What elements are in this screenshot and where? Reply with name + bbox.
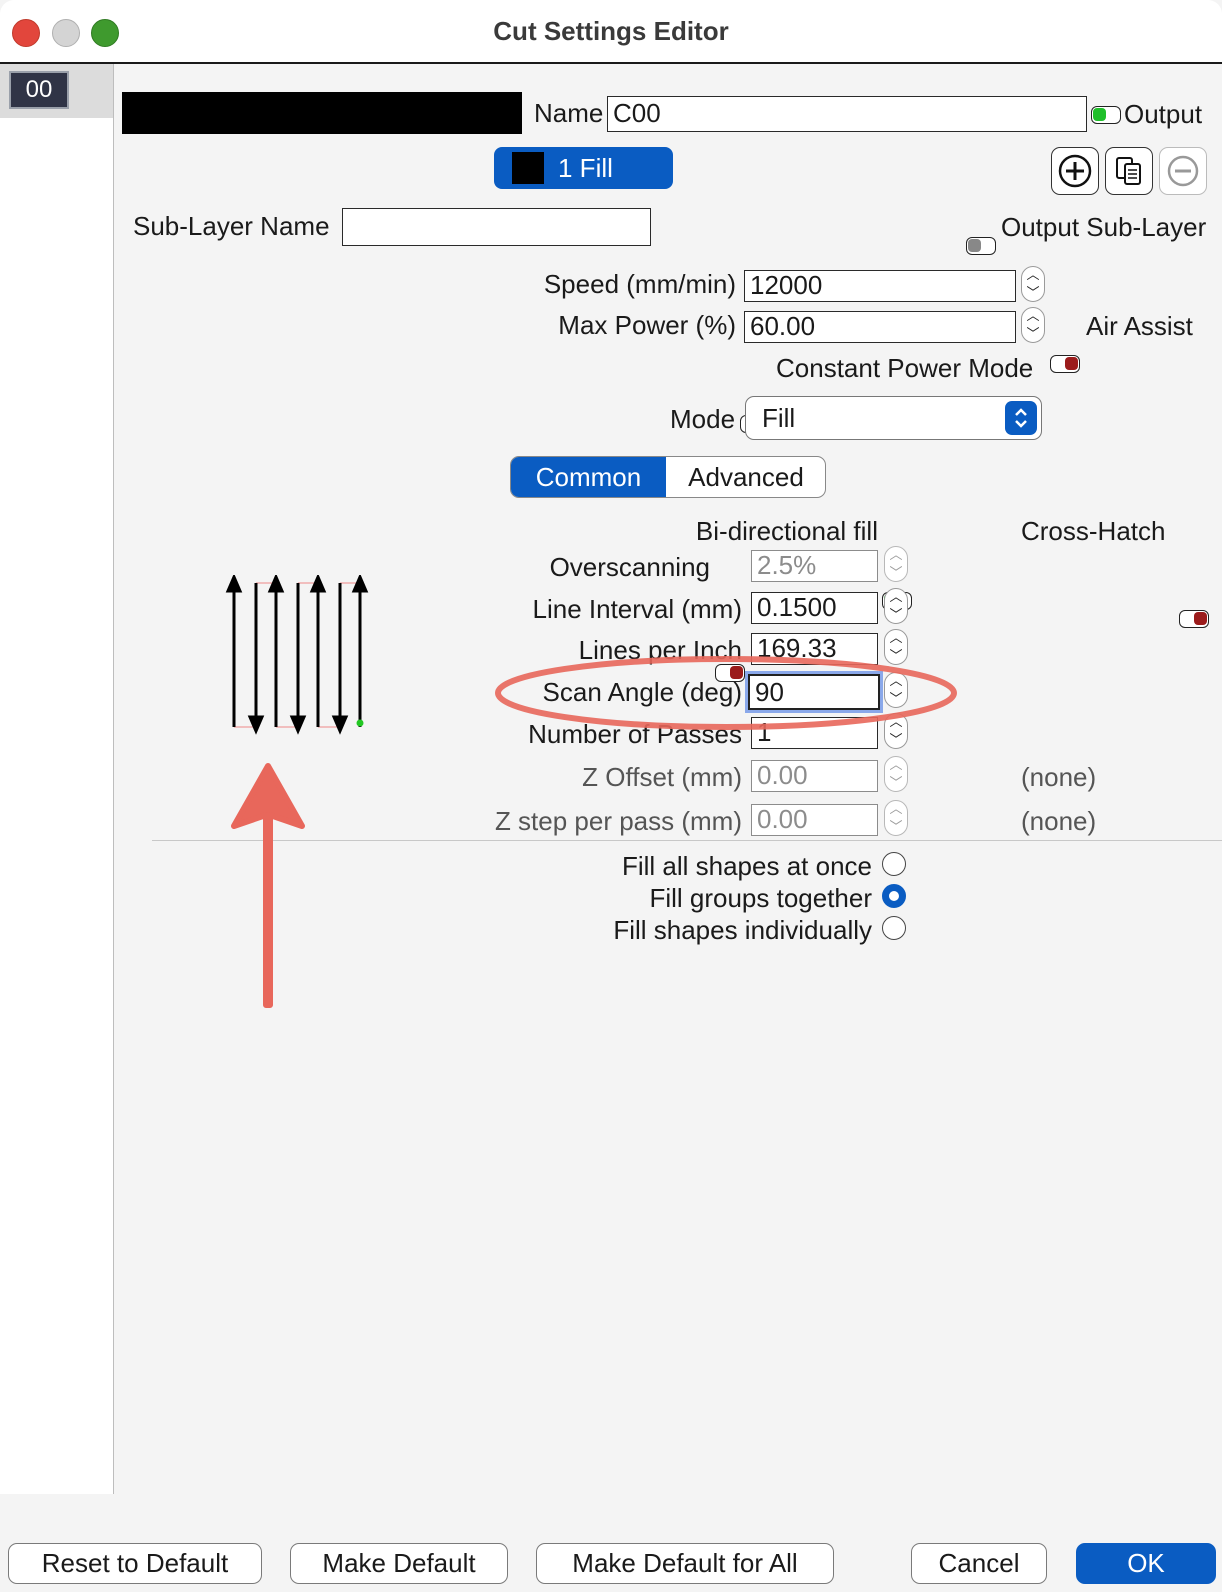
window-title: Cut Settings Editor bbox=[493, 16, 729, 46]
zoom-window-button[interactable] bbox=[91, 19, 119, 47]
overscanning-label: Overscanning bbox=[549, 552, 710, 582]
lines-per-inch-field[interactable]: 169.33 bbox=[751, 633, 878, 665]
line-interval-label: Line Interval (mm) bbox=[532, 594, 743, 624]
fill-option-label: Fill groups together bbox=[649, 883, 872, 913]
overscanning-field[interactable]: 2.5% bbox=[751, 550, 878, 582]
scan-angle-label: Scan Angle (deg) bbox=[542, 677, 742, 707]
z-step-stepper[interactable]: ︿﹀ bbox=[884, 800, 908, 836]
title-bar bbox=[0, 0, 1222, 64]
copy-sublayer-button[interactable] bbox=[1105, 147, 1153, 195]
name-field[interactable]: C00 bbox=[607, 96, 1087, 132]
add-sublayer-icon bbox=[1058, 154, 1092, 188]
tab-bar: Common Advanced bbox=[510, 456, 826, 498]
lines-per-inch-stepper[interactable]: ︿﹀ bbox=[884, 629, 908, 665]
speed-stepper[interactable]: ︿﹀ bbox=[1021, 266, 1045, 302]
annotation-arrow-icon bbox=[231, 763, 305, 1008]
minimize-window-button[interactable] bbox=[52, 19, 80, 47]
passes-stepper[interactable]: ︿﹀ bbox=[884, 713, 908, 749]
z-step-note: (none) bbox=[1021, 806, 1097, 836]
output-sub-layer-toggle[interactable] bbox=[966, 237, 996, 255]
fill-groups-radio[interactable] bbox=[882, 884, 906, 908]
output-toggle[interactable] bbox=[1091, 106, 1121, 124]
tab-advanced[interactable]: Advanced bbox=[688, 461, 804, 492]
air-assist-label: Air Assist bbox=[1086, 311, 1193, 341]
layer-list-item[interactable]: 00 bbox=[9, 71, 69, 109]
passes-label: Number of Passes bbox=[528, 719, 742, 749]
remove-sublayer-button[interactable] bbox=[1159, 147, 1207, 195]
overscanning-stepper[interactable]: ︿﹀ bbox=[884, 546, 908, 582]
output-sub-layer-label: Output Sub-Layer bbox=[1001, 212, 1207, 242]
mode-select-value: Fill bbox=[762, 403, 796, 433]
make-default-for-all-button[interactable]: Make Default for All bbox=[536, 1543, 834, 1584]
constant-power-label: Constant Power Mode bbox=[776, 353, 1034, 383]
output-label: Output bbox=[1124, 99, 1203, 129]
z-offset-field[interactable]: 0.00 bbox=[751, 760, 878, 792]
sub-layer-button-label: 1 Fill bbox=[558, 152, 613, 183]
sub-layer-name-label: Sub-Layer Name bbox=[133, 211, 330, 241]
add-sublayer-button[interactable] bbox=[1051, 147, 1099, 195]
copy-sublayer-icon bbox=[1116, 157, 1141, 185]
fill-option-label: Fill all shapes at once bbox=[621, 851, 872, 881]
max-power-field[interactable]: 60.00 bbox=[744, 311, 1016, 343]
scan-angle-stepper[interactable]: ︿﹀ bbox=[884, 672, 908, 708]
sub-layer-name-field[interactable] bbox=[342, 208, 651, 246]
z-offset-note: (none) bbox=[1021, 762, 1097, 792]
crosshatch-toggle[interactable] bbox=[1179, 610, 1209, 628]
close-window-button[interactable] bbox=[12, 19, 40, 47]
lines-per-inch-label: Lines per Inch bbox=[578, 635, 742, 665]
max-power-stepper[interactable]: ︿﹀ bbox=[1021, 307, 1045, 343]
passes-field[interactable]: 1 bbox=[751, 717, 878, 749]
max-power-label: Max Power (%) bbox=[558, 310, 736, 340]
crosshatch-label: Cross-Hatch bbox=[1021, 516, 1166, 546]
speed-label: Speed (mm/min) bbox=[543, 269, 736, 299]
speed-field[interactable]: 12000 bbox=[744, 270, 1016, 302]
make-default-button[interactable]: Make Default bbox=[290, 1543, 508, 1584]
reset-to-default-button[interactable]: Reset to Default bbox=[8, 1543, 262, 1584]
mode-label: Mode bbox=[670, 404, 736, 434]
scan-preview-icon bbox=[225, 575, 369, 735]
scan-angle-field[interactable]: 90 bbox=[748, 674, 880, 710]
mode-select[interactable]: Fill bbox=[745, 396, 1042, 440]
sub-layer-button[interactable]: 1 Fill bbox=[494, 147, 673, 189]
z-offset-label: Z Offset (mm) bbox=[582, 762, 742, 792]
cancel-button[interactable]: Cancel bbox=[911, 1543, 1047, 1584]
line-interval-field[interactable]: 0.1500 bbox=[751, 592, 878, 624]
section-divider bbox=[152, 840, 1222, 841]
fill-all-radio[interactable] bbox=[882, 852, 906, 876]
ok-button[interactable]: OK bbox=[1076, 1543, 1216, 1584]
z-step-field[interactable]: 0.00 bbox=[751, 804, 878, 836]
layer-color-swatch[interactable] bbox=[122, 92, 522, 134]
tab-common[interactable]: Common bbox=[511, 457, 666, 497]
remove-sublayer-icon bbox=[1167, 155, 1199, 187]
air-assist-toggle[interactable] bbox=[1050, 355, 1080, 373]
fill-option-label: Fill shapes individually bbox=[613, 915, 872, 945]
line-interval-stepper[interactable]: ︿﹀ bbox=[884, 588, 908, 624]
layer-list bbox=[0, 64, 114, 1494]
fill-individually-radio[interactable] bbox=[882, 916, 906, 940]
sub-layer-swatch bbox=[512, 152, 544, 184]
bidirectional-label: Bi-directional fill bbox=[695, 516, 878, 546]
mode-stepper-icon bbox=[1005, 401, 1037, 435]
name-label: Name bbox=[534, 98, 604, 128]
z-offset-stepper[interactable]: ︿﹀ bbox=[884, 756, 908, 792]
z-step-label: Z step per pass (mm) bbox=[494, 806, 742, 836]
